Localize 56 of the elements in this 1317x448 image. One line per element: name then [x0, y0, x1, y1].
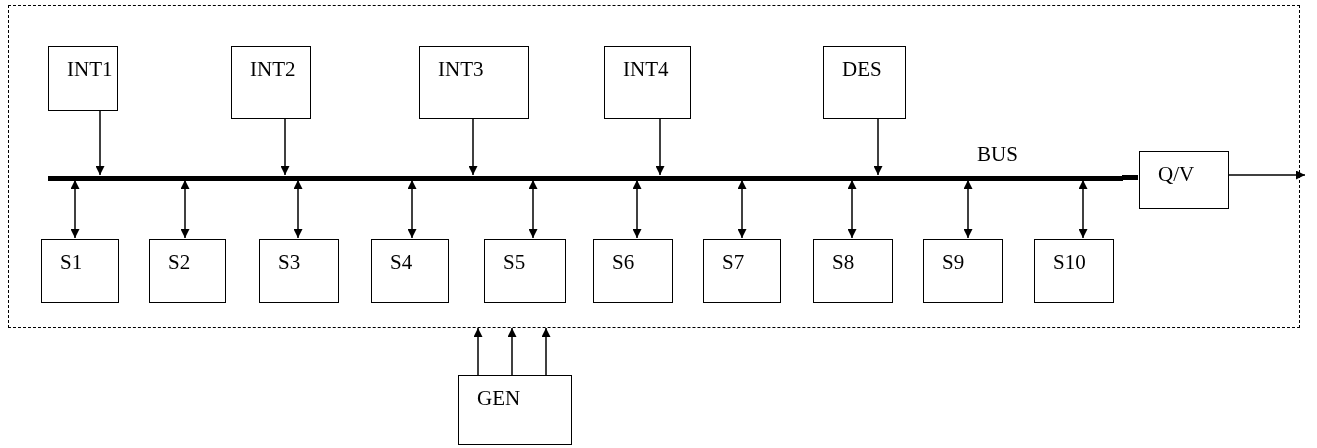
- box-label: GEN: [477, 386, 521, 411]
- process-box: [923, 239, 1003, 303]
- arrow: [407, 179, 417, 239]
- box-label: S5: [503, 250, 526, 275]
- arrow: [873, 117, 883, 176]
- arrow: [1227, 170, 1306, 180]
- arrow: [70, 179, 80, 239]
- arrow: [541, 327, 551, 376]
- box-label: INT4: [623, 57, 669, 82]
- process-box: [259, 239, 339, 303]
- arrow: [180, 179, 190, 239]
- arrow: [468, 117, 478, 176]
- arrow: [507, 327, 517, 376]
- box-label: S3: [278, 250, 301, 275]
- process-box: [371, 239, 449, 303]
- box-label: Q/V: [1158, 162, 1195, 187]
- box-label: INT2: [250, 57, 296, 82]
- box-label: S6: [612, 250, 635, 275]
- bus-label: BUS: [977, 142, 1018, 167]
- process-box: [1034, 239, 1114, 303]
- box-label: S7: [722, 250, 745, 275]
- dashed-boundary: [8, 5, 1300, 328]
- box-label: DES: [842, 57, 882, 82]
- arrow: [280, 117, 290, 176]
- box-label: S8: [832, 250, 855, 275]
- box-label: INT3: [438, 57, 484, 82]
- box-label: S9: [942, 250, 965, 275]
- process-box: [593, 239, 673, 303]
- process-box: [458, 375, 572, 445]
- arrow: [1078, 179, 1088, 239]
- process-box: [231, 46, 311, 119]
- process-box: [419, 46, 529, 119]
- connector-line: [1122, 175, 1138, 180]
- arrow: [847, 179, 857, 239]
- arrow: [95, 109, 105, 176]
- box-label: S10: [1053, 250, 1086, 275]
- process-box: [604, 46, 691, 119]
- process-box: [484, 239, 566, 303]
- arrow: [473, 327, 483, 376]
- box-label: S4: [390, 250, 413, 275]
- arrow: [737, 179, 747, 239]
- box-label: S1: [60, 250, 83, 275]
- process-box: [823, 46, 906, 119]
- process-box: [41, 239, 119, 303]
- arrow: [293, 179, 303, 239]
- arrow: [963, 179, 973, 239]
- process-box: [813, 239, 893, 303]
- process-box: [703, 239, 781, 303]
- box-label: INT1: [67, 57, 113, 82]
- process-box: [48, 46, 118, 111]
- arrow: [632, 179, 642, 239]
- arrow: [655, 117, 665, 176]
- process-box: [1139, 151, 1229, 209]
- process-box: [149, 239, 226, 303]
- box-label: S2: [168, 250, 191, 275]
- arrow: [528, 179, 538, 239]
